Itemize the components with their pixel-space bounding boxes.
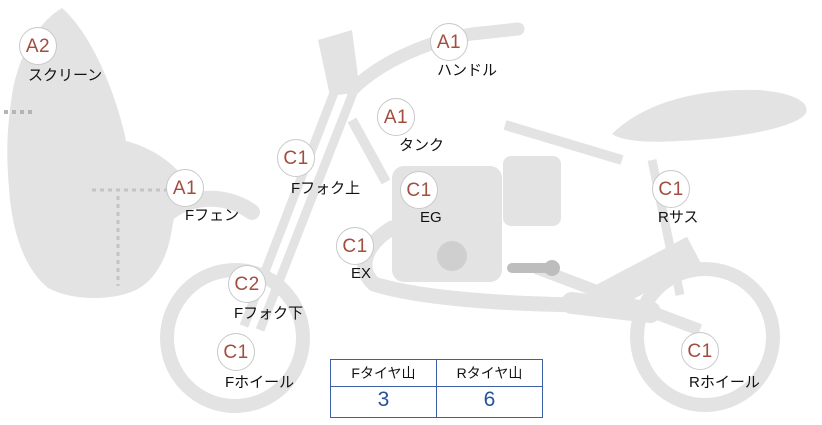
part-label-front-fork-upper: Fフォク上 — [291, 180, 361, 197]
seat-shape — [612, 89, 807, 142]
front-tire-tread-value: 3 — [330, 386, 437, 418]
part-label-handlebar: ハンドル — [437, 62, 498, 79]
engine-case-shape — [437, 241, 467, 271]
part-label-rear-wheel: Rホイール — [689, 374, 760, 391]
frame-downtube-shape — [347, 117, 391, 185]
headlight-shape — [318, 30, 360, 96]
part-label-screen: スクリーン — [28, 67, 103, 84]
rear-wheel-shape — [630, 262, 780, 412]
footpeg-knob-shape — [544, 260, 560, 276]
grade-badge-engine: C1 — [400, 171, 438, 209]
tire-tread-table: Fタイヤ山 Rタイヤ山 3 6 — [330, 359, 543, 418]
muffler-shape — [561, 292, 661, 323]
front-tire-tread-header: Fタイヤ山 — [330, 359, 437, 387]
frame-backbone-shape — [503, 120, 624, 165]
grade-badge-front-fork-lower: C2 — [228, 265, 266, 303]
tire-tread-header-row: Fタイヤ山 Rタイヤ山 — [330, 359, 543, 387]
grade-badge-exhaust: C1 — [336, 227, 374, 265]
grade-badge-front-fork-upper: C1 — [277, 139, 315, 177]
front-fork-shape-2 — [255, 78, 363, 332]
part-label-tank: タンク — [399, 137, 445, 154]
grade-badge-handlebar: A1 — [430, 23, 468, 61]
side-cover-shape — [503, 156, 561, 226]
grade-badge-rear-wheel: C1 — [681, 332, 719, 370]
part-label-engine: EG — [420, 209, 442, 226]
part-label-front-wheel: Fホイール — [225, 374, 295, 391]
grade-badge-front-wheel: C1 — [217, 333, 255, 371]
screen-shape — [7, 8, 190, 299]
part-label-front-fender: Fフェン — [185, 207, 240, 224]
grade-badge-tank: A1 — [377, 98, 415, 136]
grade-badge-screen: A2 — [19, 27, 57, 65]
rear-tire-tread-header: Rタイヤ山 — [436, 359, 543, 387]
part-label-rear-suspension: Rサス — [658, 209, 699, 226]
rear-tire-tread-value: 6 — [436, 386, 543, 418]
grade-badge-rear-suspension: C1 — [652, 170, 690, 208]
part-label-front-fork-lower: Fフォク下 — [234, 305, 304, 322]
tire-tread-value-row: 3 6 — [330, 386, 543, 418]
grade-badge-front-fender: A1 — [166, 169, 204, 207]
part-label-exhaust: EX — [351, 265, 372, 282]
